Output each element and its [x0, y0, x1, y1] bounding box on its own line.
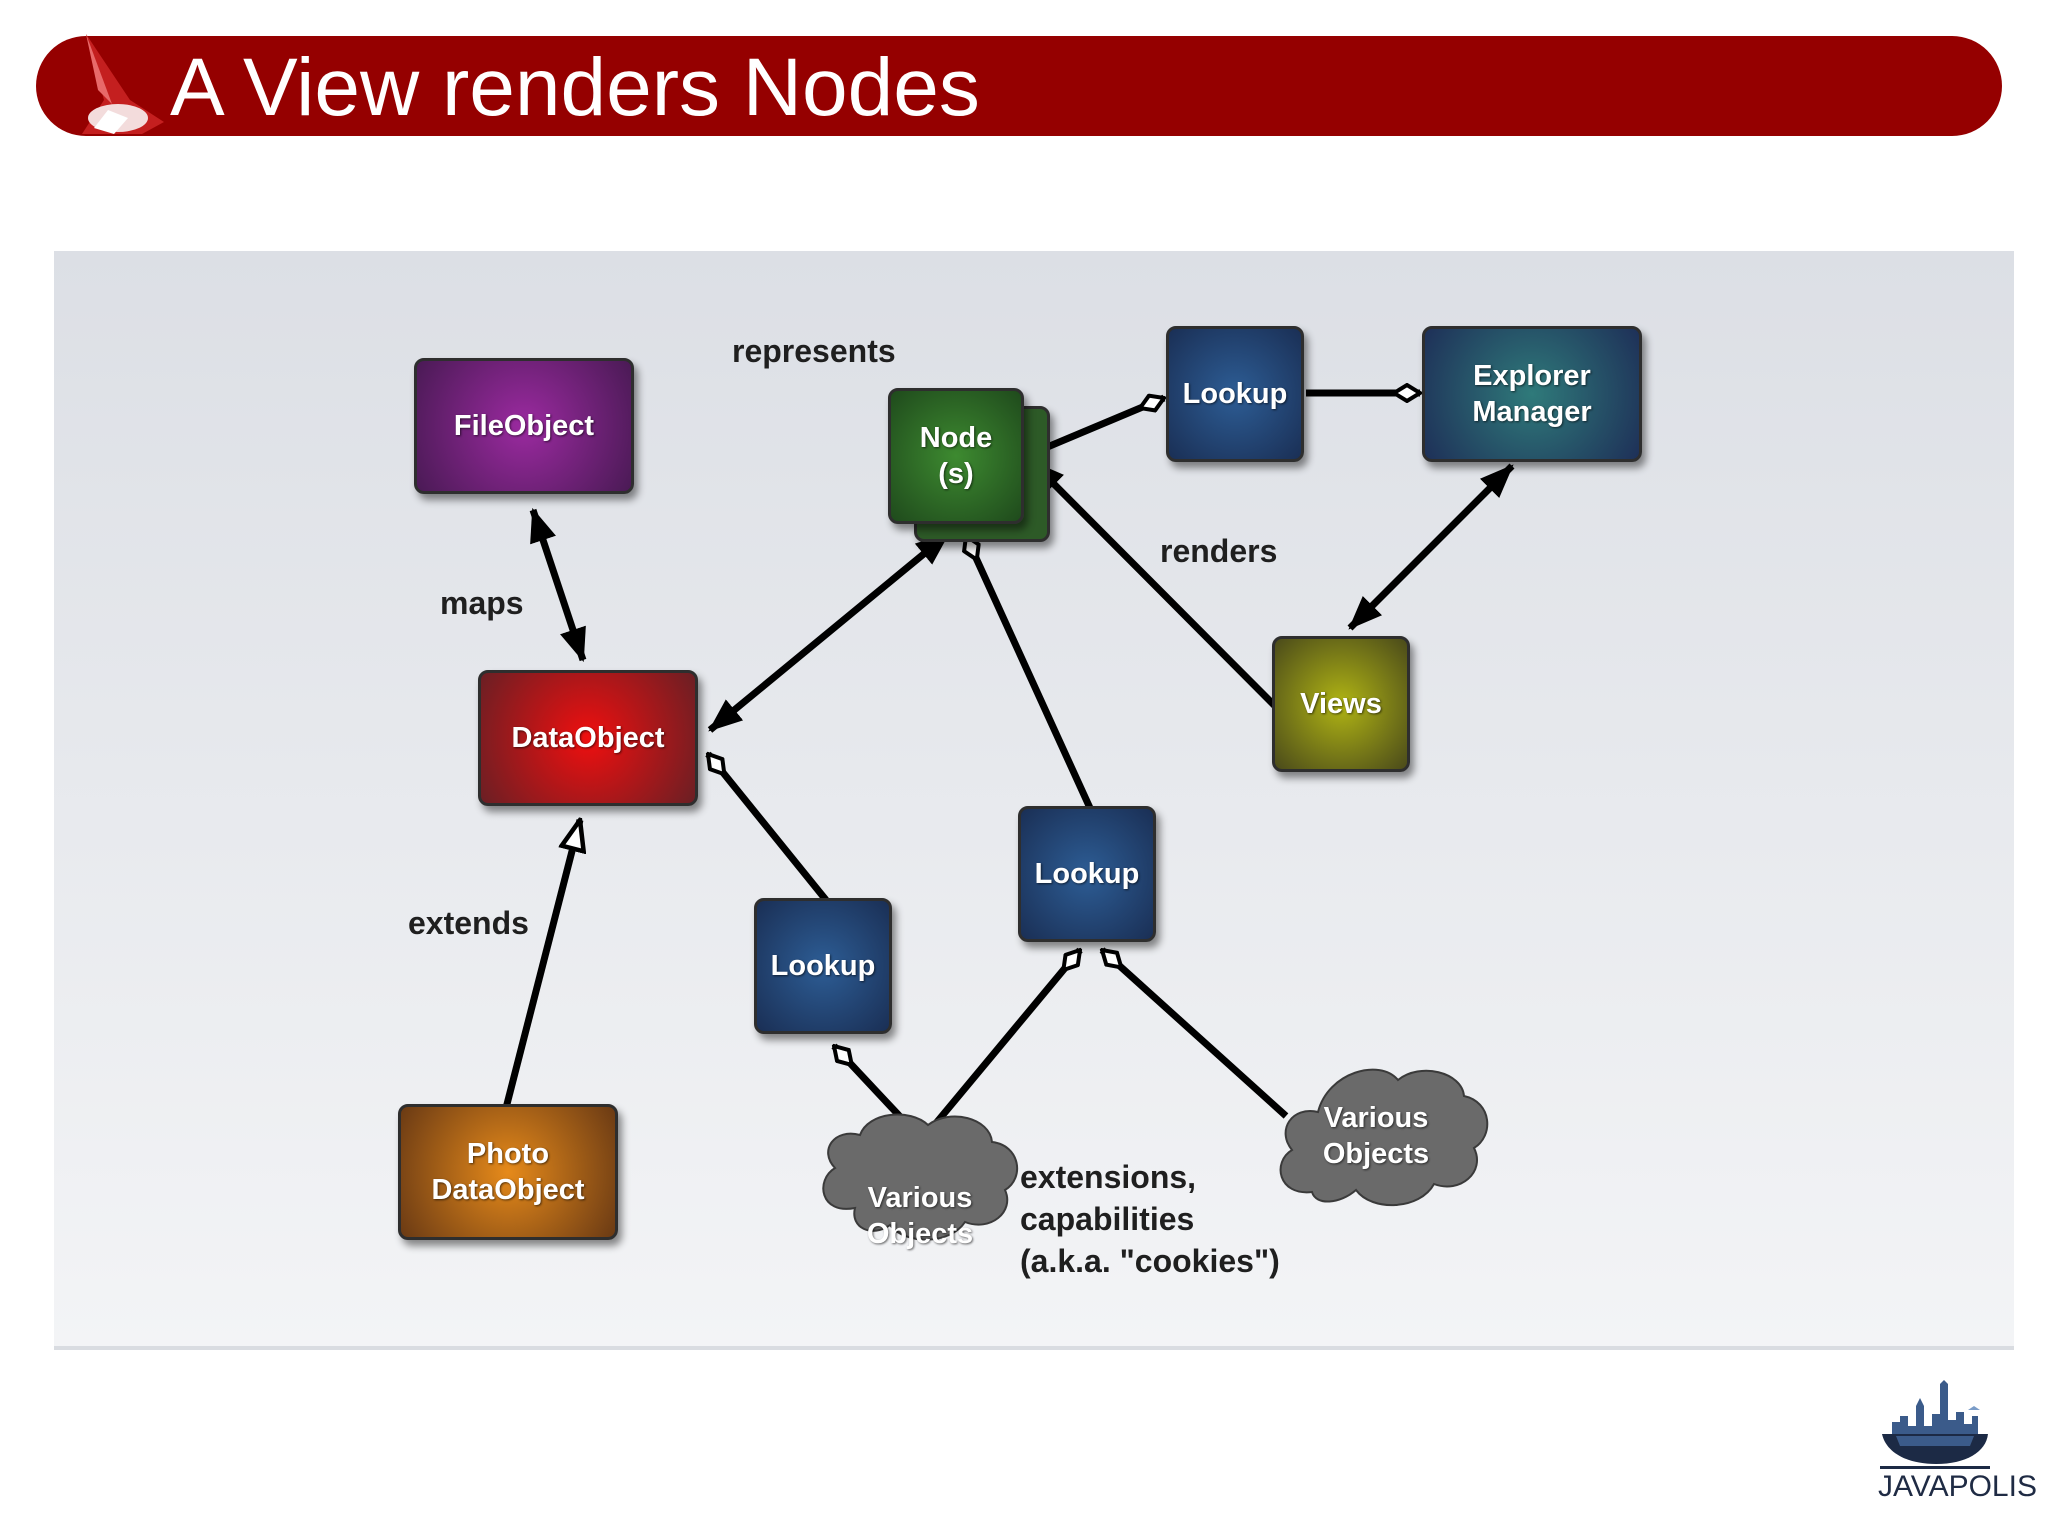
netbeans-logo-icon	[82, 34, 164, 134]
dataobject-lookupleft-connector	[705, 754, 829, 903]
lookupmid-node-connector	[966, 536, 1094, 810]
views-box: Views	[1272, 636, 1410, 772]
explorer-manager-box: Explorer Manager	[1422, 326, 1642, 462]
renders-connector	[1029, 459, 1278, 709]
footer-brand: JAVAPOLIS	[1878, 1470, 2037, 1503]
maps-label: maps	[440, 585, 524, 621]
dataobject-box: DataObject	[478, 670, 698, 806]
lookupmid-cloudright-connector	[1102, 947, 1289, 1119]
represents-connector	[707, 531, 951, 733]
lookupmid-cloudleft-connector	[919, 950, 1083, 1143]
cloud-left-shape	[822, 1113, 1019, 1241]
explorer-views-connector	[1347, 463, 1515, 631]
extends-connector	[502, 820, 580, 1109]
cloud-right-shape	[1279, 1068, 1489, 1207]
maps-connector	[529, 507, 587, 663]
photo-dataobject-box: Photo DataObject	[398, 1104, 618, 1240]
cookies-label: extensions, capabilities (a.k.a. "cookie…	[1020, 1159, 1280, 1279]
lookup-top-box: Lookup	[1166, 326, 1304, 462]
slide-title: A View renders Nodes	[170, 42, 980, 133]
title-bar	[36, 36, 2002, 136]
cloud-left-label: Various Objects	[866, 1182, 974, 1250]
javapolis-logo-icon	[1880, 1380, 1990, 1469]
extends-label: extends	[408, 905, 529, 941]
represents-label: represents	[732, 333, 896, 369]
fileobject-box: FileObject	[414, 358, 634, 494]
lookup-mid-box: Lookup	[1018, 806, 1156, 942]
cloud-right-label: Various Objects	[1322, 1102, 1430, 1170]
renders-label: renders	[1160, 533, 1278, 569]
lookup-left-box: Lookup	[754, 898, 892, 1034]
node-box: Node (s)	[888, 388, 1024, 524]
